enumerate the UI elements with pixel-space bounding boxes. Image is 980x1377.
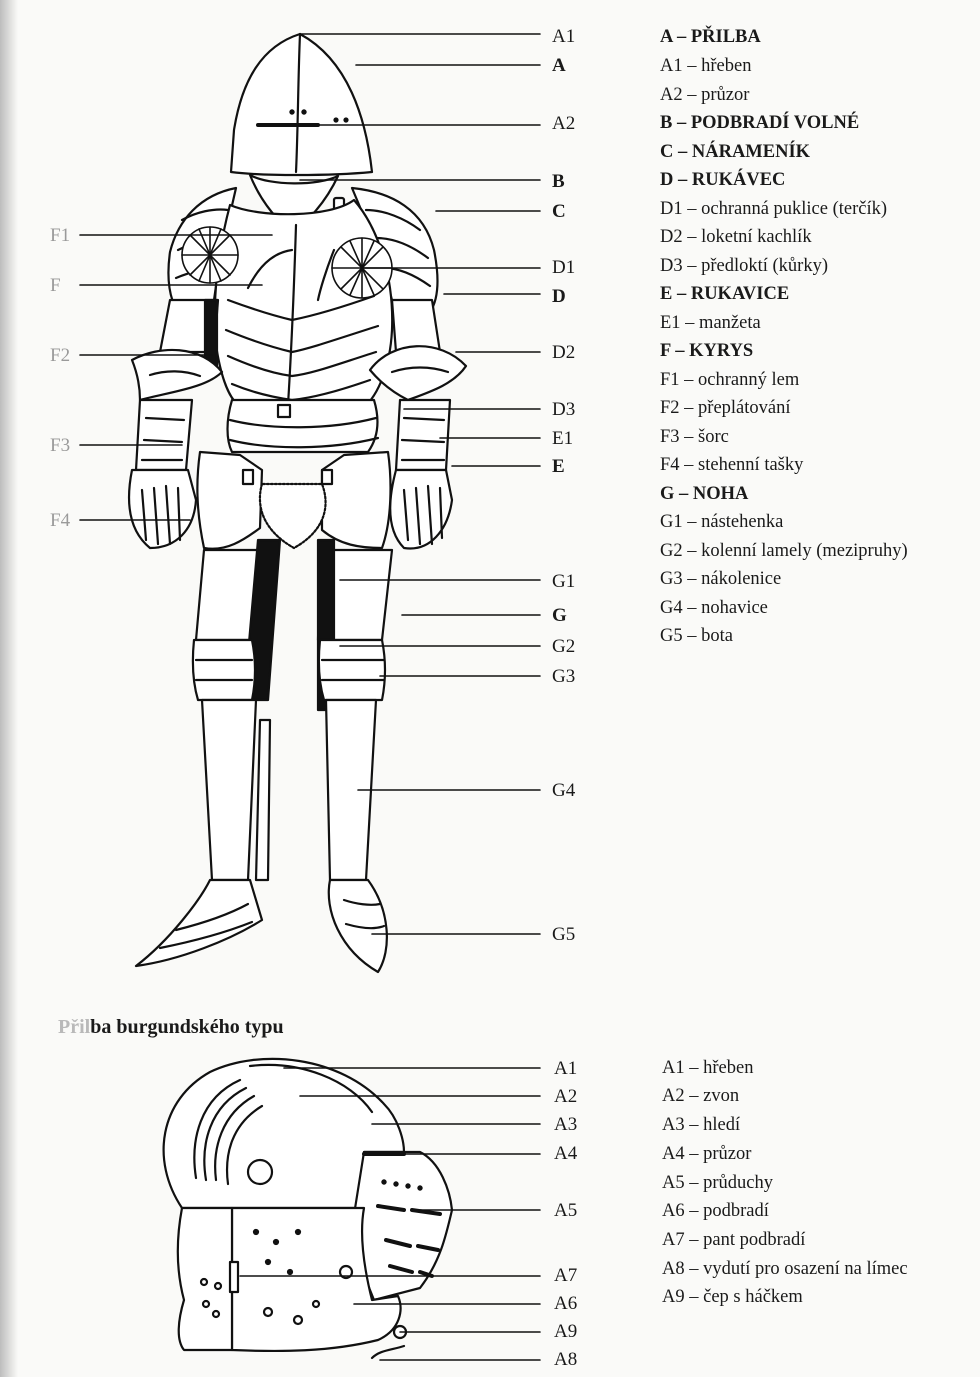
callout-B: B xyxy=(552,171,565,193)
armor-mail-skirt xyxy=(260,484,326,548)
callout-D2: D2 xyxy=(552,342,575,364)
legend-item: A1 – hřeben xyxy=(660,55,751,77)
legend-item: A3 – hledí xyxy=(662,1114,740,1136)
helmet-callout-A9: A9 xyxy=(554,1321,577,1343)
armor-helmet xyxy=(231,34,372,175)
burgundian-helmet-drawing xyxy=(164,1059,452,1358)
legend-item: E1 – manžeta xyxy=(660,312,761,334)
callout-G3: G3 xyxy=(552,666,575,688)
legend-item: F1 – ochranný lem xyxy=(660,369,799,391)
legend-item: F3 – šorc xyxy=(660,426,729,448)
callout-F3: F3 xyxy=(50,435,70,457)
legend-item: F – KYRYS xyxy=(660,340,753,362)
armor-legs xyxy=(136,540,392,972)
legend-item: E – RUKAVICE xyxy=(660,283,789,305)
helmet-callout-A8: A8 xyxy=(554,1349,577,1371)
callout-D3: D3 xyxy=(552,399,575,421)
callout-C: C xyxy=(552,201,566,223)
callout-E1: E1 xyxy=(552,428,573,450)
callout-D: D xyxy=(552,286,566,308)
callout-A1: A1 xyxy=(552,26,575,48)
legend-item: A2 – zvon xyxy=(662,1085,739,1107)
callout-G2: G2 xyxy=(552,636,575,658)
callout-A: A xyxy=(552,55,566,77)
helmet-callout-A3: A3 xyxy=(554,1114,577,1136)
callout-G: G xyxy=(552,605,567,627)
legend-item: A5 – průduchy xyxy=(662,1172,773,1194)
legend-item: F2 – přeplátování xyxy=(660,397,791,419)
legend-item: D1 – ochranná puklice (terčík) xyxy=(660,198,887,220)
legend-item: F4 – stehenní tašky xyxy=(660,454,803,476)
legend-item: A8 – vydutí pro osazení na límec xyxy=(662,1258,908,1280)
legend-item: A – PŘILBA xyxy=(660,26,761,48)
callout-G1: G1 xyxy=(552,571,575,593)
legend-item: A2 – průzor xyxy=(660,84,749,106)
helmet-title-faded: Přil xyxy=(58,1016,90,1038)
legend-item: G3 – nákolenice xyxy=(660,568,781,590)
callout-F: F xyxy=(50,275,61,297)
callout-D1: D1 xyxy=(552,257,575,279)
helmet-callout-A4: A4 xyxy=(554,1143,577,1165)
legend-item: D3 – předloktí (kůrky) xyxy=(660,255,828,277)
callout-A2: A2 xyxy=(552,113,575,135)
helmet-callout-A2: A2 xyxy=(554,1086,577,1108)
legend-item: D2 – loketní kachlík xyxy=(660,226,812,248)
helmet-callout-A1: A1 xyxy=(554,1058,577,1080)
legend-item: B – PODBRADÍ VOLNÉ xyxy=(660,112,859,134)
callout-F2: F2 xyxy=(50,345,70,367)
legend-item: G4 – nohavice xyxy=(660,597,768,619)
legend-item: G2 – kolenní lamely (mezipruhy) xyxy=(660,540,908,562)
legend-item: G5 – bota xyxy=(660,625,733,647)
helmet-callout-A5: A5 xyxy=(554,1200,577,1222)
legend-item: A9 – čep s háčkem xyxy=(662,1286,803,1308)
legend-item: A7 – pant podbradí xyxy=(662,1229,805,1251)
callout-E: E xyxy=(552,456,565,478)
legend-item: G1 – nástehenka xyxy=(660,511,783,533)
helmet-title-text: ba burgundského typu xyxy=(90,1016,283,1038)
callout-G4: G4 xyxy=(552,780,575,802)
armor-breastplate xyxy=(215,200,392,410)
legend-item: D – RUKÁVEC xyxy=(660,169,785,191)
callout-F1: F1 xyxy=(50,225,70,247)
callout-G5: G5 xyxy=(552,924,575,946)
legend-item: A1 – hřeben xyxy=(662,1057,753,1079)
helmet-callout-A6: A6 xyxy=(554,1293,577,1315)
legend-item: A6 – podbradí xyxy=(662,1200,769,1222)
legend-item: G – NOHA xyxy=(660,483,748,505)
legend-item: C – NÁRAMENÍK xyxy=(660,141,810,163)
legend-item: A4 – průzor xyxy=(662,1143,751,1165)
callout-F4: F4 xyxy=(50,510,70,532)
helmet-section-title: Přilba burgundského typu xyxy=(58,1016,284,1039)
helmet-callout-A7: A7 xyxy=(554,1265,577,1287)
